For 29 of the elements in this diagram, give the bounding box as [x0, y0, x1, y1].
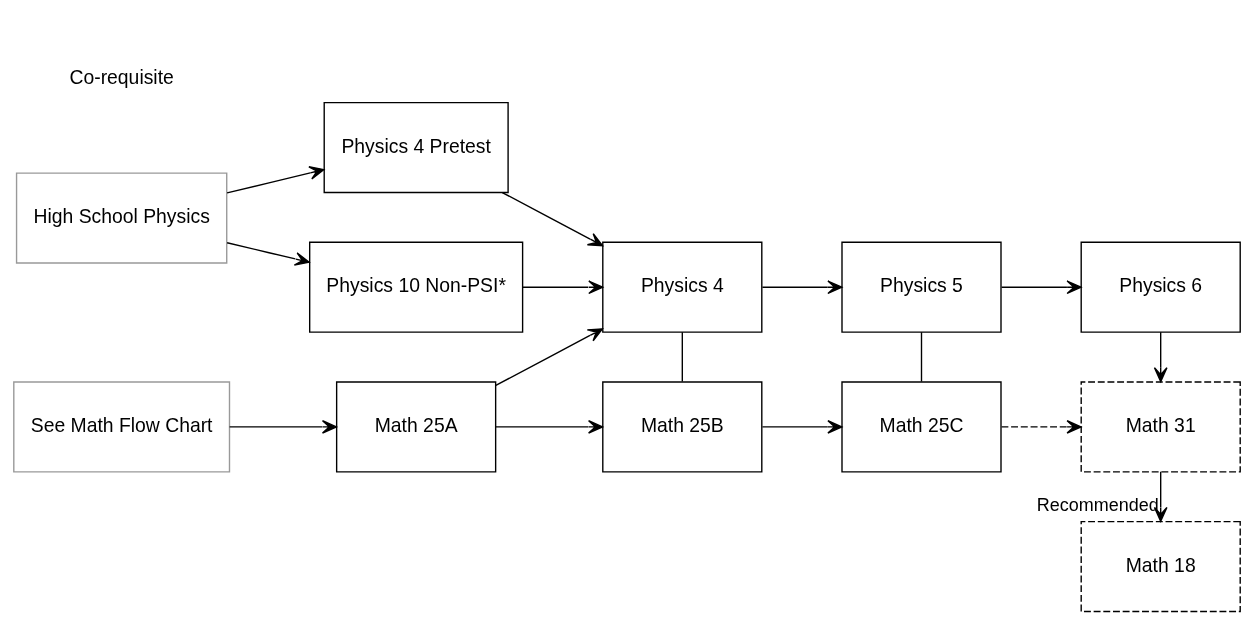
arrow — [1153, 331, 1168, 382]
node-box: See Math Flow Chart — [13, 380, 231, 472]
node-box: Math 31 — [1080, 380, 1241, 472]
arrow — [522, 279, 604, 294]
arrow — [495, 419, 604, 434]
arrow — [1153, 470, 1168, 522]
node-box: Math 25C — [841, 380, 1002, 472]
arrow — [761, 279, 843, 294]
edge-label: Recommended — [1036, 494, 1159, 515]
connector — [920, 331, 923, 382]
arrow — [501, 191, 604, 246]
node-box: Math 25A — [335, 380, 497, 472]
node-box: Math 18 — [1080, 520, 1241, 612]
arrow — [1000, 279, 1082, 294]
arrow — [226, 165, 325, 194]
node-box: Physics 5 — [841, 241, 1002, 333]
node-box: Physics 4 — [602, 241, 763, 333]
arrow — [228, 419, 338, 434]
label: Co-requisite — [69, 65, 174, 88]
node-box: Math 25B — [602, 380, 763, 472]
node-box: Physics 4 Pretest — [323, 101, 509, 193]
node-box: Physics 10 Non-PSI* — [309, 241, 524, 333]
arrow — [226, 241, 310, 266]
node-box: Physics 6 — [1080, 241, 1241, 333]
arrow — [761, 419, 843, 434]
node-box: High School Physics — [15, 172, 228, 264]
connector — [681, 331, 683, 382]
arrow — [1000, 419, 1082, 434]
arrow — [495, 327, 604, 386]
